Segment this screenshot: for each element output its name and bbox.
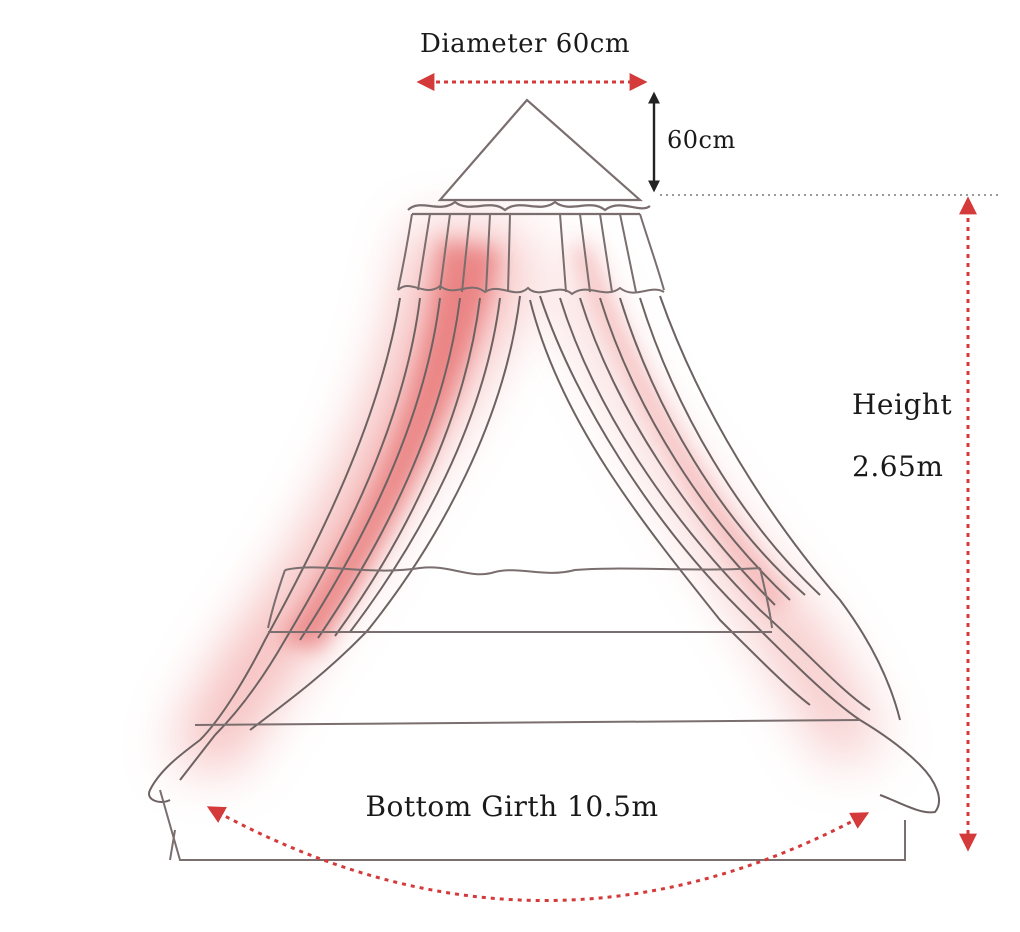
bottom-girth-label: Bottom Girth 10.5m (365, 790, 658, 823)
bed-outline (159, 566, 906, 861)
canopy-crown (407, 98, 651, 216)
left-drape (148, 295, 521, 803)
height-title: Height (852, 388, 952, 421)
fabric-glow (175, 230, 880, 770)
height-value: 2.65m (852, 450, 943, 483)
bottom-girth-arrow (206, 806, 870, 902)
top-height-label: 60cm (667, 126, 736, 154)
diameter-label: Diameter 60cm (420, 29, 630, 59)
canopy-valance (397, 213, 665, 296)
right-drape (529, 295, 940, 814)
